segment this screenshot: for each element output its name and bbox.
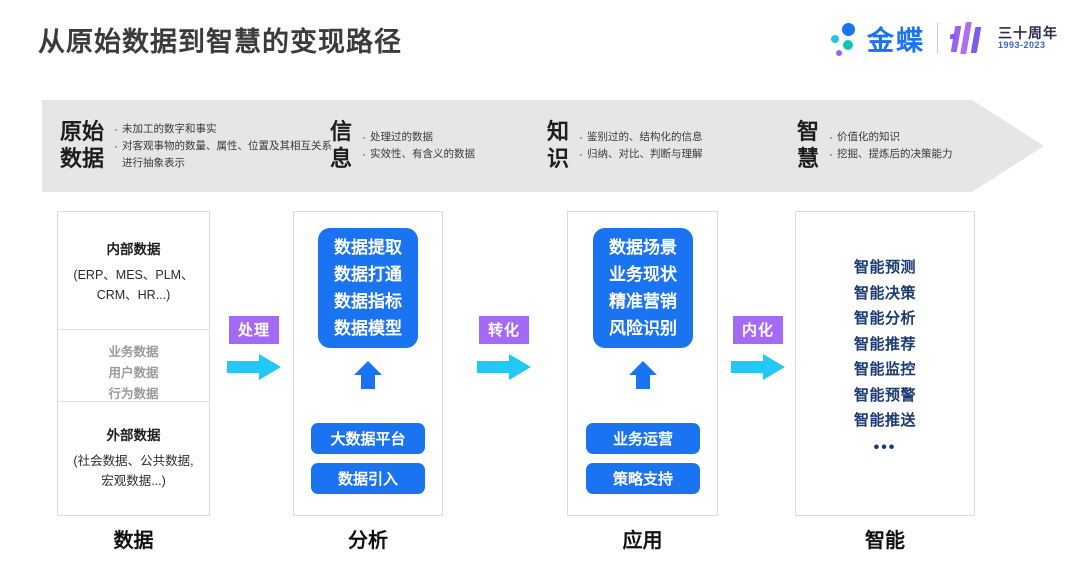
dikw-banner-arrow: 原始 数据 · 未加工的数字和事实 · 对客观事物的数量、属性、位置及其相互关系… <box>42 100 1044 192</box>
analysis-capability-lines: 数据提取 数据打通 数据指标 数据模型 <box>334 238 402 338</box>
logo-divider <box>937 23 938 53</box>
banner-segment-bullets: · 鉴别过的、结构化的信息 · 归纳、对比、判断与理解 <box>575 129 703 163</box>
bullet-dot-icon: · <box>579 130 584 144</box>
intelligence-item: 智能预警 <box>853 386 916 404</box>
bullet-text: 对客观事物的数量、属性、位置及其相互关系进行抽象表示 <box>122 139 333 169</box>
bullet-text: 未加工的数字和事实 <box>122 122 217 135</box>
internal-data-detail: (ERP、MES、PLM、 CRM、HR...) <box>73 268 194 302</box>
bullet-text: 挖掘、提炼后的决策能力 <box>837 148 953 160</box>
banner-segment-bullets: · 价值化的知识 · 挖掘、提炼后的决策能力 <box>825 129 953 163</box>
data-type-item: 业务数据 <box>108 345 159 359</box>
banner-segment-bullets: · 未加工的数字和事实 · 对客观事物的数量、属性、位置及其相互关系进行抽象表示 <box>110 121 337 172</box>
column-card-intelligence <box>795 211 975 516</box>
column-footer-application: 应用 <box>622 530 663 552</box>
bullet-text: 实效性、有含义的数据 <box>370 148 476 160</box>
bullet-text: 处理过的数据 <box>370 131 434 143</box>
application-capability-lines: 数据场景 业务现状 精准营销 风险识别 <box>609 238 677 338</box>
up-arrow-icon-analysis <box>351 358 385 392</box>
external-data-detail: (社会数据、公共数据, 宏观数据...) <box>73 454 194 488</box>
external-data-block: 外部数据 (社会数据、公共数据, 宏观数据...) <box>58 402 209 491</box>
data-type-item: 用户数据 <box>108 366 159 380</box>
banner-segment-bullets: · 处理过的数据 · 实效性、有含义的数据 <box>358 129 475 163</box>
connector-internalize: 内化 <box>722 316 794 381</box>
bullet-dot-icon: · <box>829 130 834 144</box>
data-type-item: 行为数据 <box>108 387 159 401</box>
brand-logo: 金蝶 三十周年 1993-2023 <box>829 18 1058 58</box>
anniversary-text: 三十周年 1993-2023 <box>998 26 1058 50</box>
intelligence-item: 智能监控 <box>853 361 916 378</box>
connector-process: 处理 <box>218 316 290 381</box>
intelligence-item: 智能预测 <box>853 259 916 276</box>
bullet-dot-icon: · <box>579 147 584 161</box>
intelligence-item: 智能推荐 <box>853 335 916 353</box>
right-arrow-icon <box>468 353 540 381</box>
data-types-block: 业务数据 用户数据 行为数据 <box>58 330 209 402</box>
intelligence-item: 智能决策 <box>853 284 916 302</box>
analysis-pill-ingest[interactable]: 数据引入 <box>311 463 425 494</box>
column-footer-intelligence: 智能 <box>865 530 905 552</box>
intelligence-item: 智能分析 <box>853 310 916 327</box>
bullet-dot-icon: · <box>114 121 119 136</box>
connector-badge-label: 内化 <box>732 316 783 344</box>
banner-segment-title: 智 慧 <box>797 119 820 171</box>
intelligence-capability-list: 智能预测 智能决策 智能分析 智能推荐 智能监控 智能预警 智能推送 ••• <box>795 255 975 462</box>
application-capability-box[interactable]: 数据场景 业务现状 精准营销 风险识别 <box>593 228 693 348</box>
application-pill-strategy[interactable]: 策略支持 <box>586 463 700 494</box>
intelligence-ellipsis: ••• <box>873 438 897 456</box>
bullet-text: 归纳、对比、判断与理解 <box>587 148 703 160</box>
banner-segment-title: 知 识 <box>547 119 570 171</box>
banner-segment-knowledge: 知 识 · 鉴别过的、结构化的信息 · 归纳、对比、判断与理解 <box>547 100 703 192</box>
right-arrow-icon <box>218 353 290 381</box>
connector-badge-label: 处理 <box>228 316 279 344</box>
intelligence-item: 智能推送 <box>853 412 916 429</box>
bullet-text: 鉴别过的、结构化的信息 <box>587 131 703 143</box>
column-footer-analysis: 分析 <box>348 530 388 552</box>
anniversary-mark-icon <box>950 21 992 55</box>
external-data-title: 外部数据 <box>106 428 161 443</box>
page-title: 从原始数据到智慧的变现路径 <box>38 27 402 57</box>
anniversary-years: 1993-2023 <box>998 39 1046 50</box>
banner-segment-title: 信 息 <box>330 119 353 171</box>
bullet-dot-icon: · <box>114 138 119 153</box>
application-pill-operations[interactable]: 业务运营 <box>586 423 700 454</box>
banner-segment-information: 信 息 · 处理过的数据 · 实效性、有含义的数据 <box>330 100 475 192</box>
banner-segment-raw-data: 原始 数据 · 未加工的数字和事实 · 对客观事物的数量、属性、位置及其相互关系… <box>60 100 337 192</box>
connector-badge-label: 转化 <box>478 316 529 344</box>
right-arrow-icon <box>722 353 794 381</box>
internal-data-block: 内部数据 (ERP、MES、PLM、 CRM、HR...) <box>58 212 209 330</box>
column-card-data: 内部数据 (ERP、MES、PLM、 CRM、HR...) 业务数据 用户数据 … <box>57 211 210 516</box>
column-footer-data: 数据 <box>113 530 154 552</box>
bullet-dot-icon: · <box>829 147 834 161</box>
anniversary-label: 三十周年 <box>998 24 1058 41</box>
up-arrow-icon-application <box>626 358 660 392</box>
banner-segment-wisdom: 智 慧 · 价值化的知识 · 挖掘、提炼后的决策能力 <box>797 100 953 192</box>
connector-transform: 转化 <box>468 316 540 381</box>
bullet-dot-icon: · <box>362 147 367 161</box>
banner-segment-title: 原始 数据 <box>60 119 105 171</box>
kingdee-dots-icon <box>829 20 863 56</box>
bullet-text: 价值化的知识 <box>837 131 901 143</box>
brand-name: 金蝶 <box>867 25 925 57</box>
bullet-dot-icon: · <box>362 130 367 144</box>
analysis-capability-box[interactable]: 数据提取 数据打通 数据指标 数据模型 <box>318 228 418 348</box>
internal-data-title: 内部数据 <box>106 242 161 257</box>
analysis-pill-platform[interactable]: 大数据平台 <box>311 423 425 454</box>
